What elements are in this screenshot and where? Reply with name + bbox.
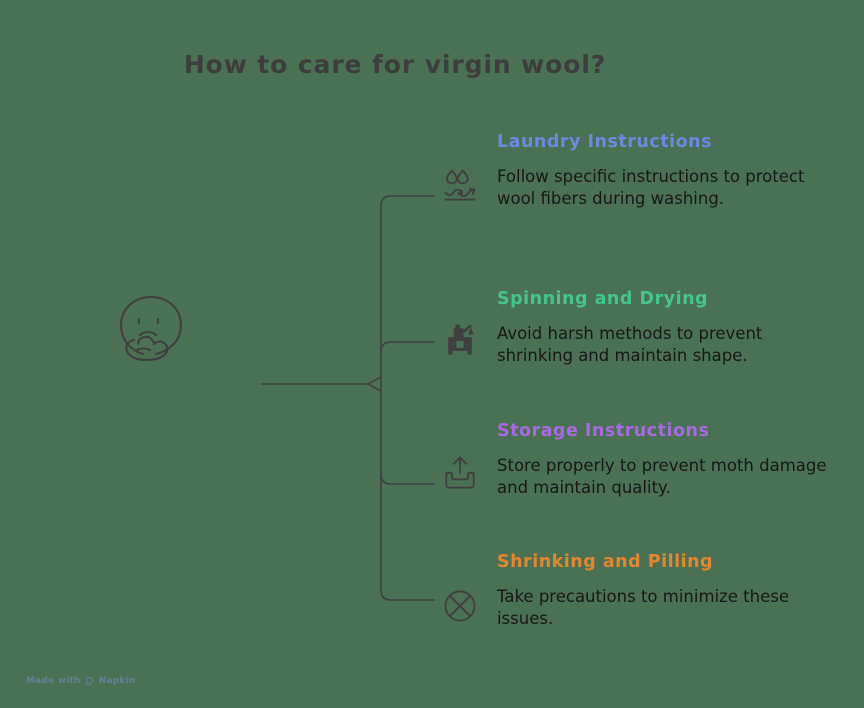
branch-laundry-instructions[interactable]: Laundry Instructions Follow specific ins… (438, 132, 838, 211)
branch-heading: Spinning and Drying (497, 289, 709, 309)
napkin-watermark[interactable]: Made with Napkin (26, 676, 135, 686)
watermark-brand: Napkin (98, 676, 136, 686)
branch-heading: Storage Instructions (497, 421, 710, 441)
branch-body-text: Avoid harsh methods to prevent shrinking… (497, 324, 763, 366)
branch-heading: Laundry Instructions (497, 132, 713, 152)
branch-body-text: Take precautions to minimize these issue… (497, 587, 790, 629)
thinking-face-icon (113, 288, 193, 368)
branch-heading: Shrinking and Pilling (497, 552, 714, 572)
branch-spinning-and-drying[interactable]: Spinning and Drying (438, 289, 838, 368)
spin-dryer-machine-icon (438, 317, 482, 361)
branch-body-text: Store properly to prevent moth damage an… (497, 456, 827, 498)
circle-x-prohibition-icon (438, 584, 482, 628)
branch-body-text: Follow specific instructions to protect … (497, 167, 805, 209)
watermark-prefix: Made with (26, 676, 81, 686)
branch-shrinking-and-pilling[interactable]: Shrinking and Pilling Take precautions t… (438, 552, 838, 631)
napkin-logo-icon (85, 676, 95, 686)
branch-storage-instructions[interactable]: Storage Instructions Store properly to p… (438, 421, 838, 500)
page-title: How to care for virgin wool? (183, 50, 607, 79)
laundry-wash-icon (438, 164, 482, 208)
storage-tray-up-arrow-icon (438, 451, 482, 495)
